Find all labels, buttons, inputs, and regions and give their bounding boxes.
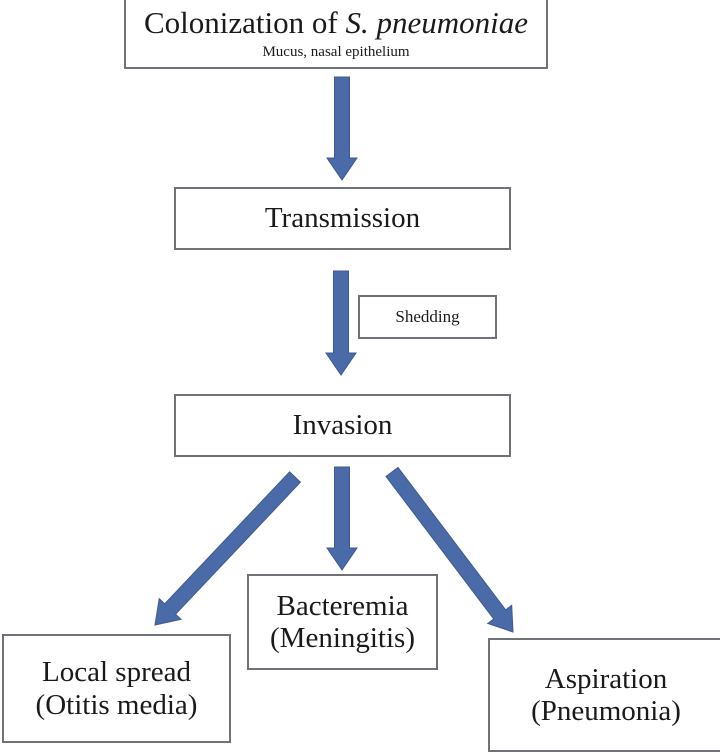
shedding-box: Shedding	[358, 295, 497, 339]
arrow-invasion-to-bacteremia	[326, 466, 358, 571]
bacteremia-label: Bacteremia	[276, 589, 409, 622]
arrow-colonization-to-transmission	[326, 76, 358, 181]
colonization-subtitle: Mucus, nasal epithelium	[262, 43, 410, 60]
bacteremia-box: Bacteremia (Meningitis)	[247, 574, 438, 670]
aspiration-box: Aspiration (Pneumonia)	[488, 638, 720, 752]
invasion-label: Invasion	[292, 409, 393, 442]
colonization-box: Colonization of S. pneumoniae Mucus, nas…	[124, 0, 548, 69]
arrow-transmission-to-invasion	[325, 270, 357, 376]
transmission-label: Transmission	[264, 202, 421, 235]
aspiration-label: Aspiration	[544, 662, 668, 695]
local-spread-label: Local spread	[42, 656, 191, 689]
bacteremia-sublabel: (Meningitis)	[270, 622, 415, 654]
shedding-label: Shedding	[395, 307, 460, 327]
transmission-box: Transmission	[174, 187, 511, 250]
arrow-invasion-to-aspiration	[385, 466, 514, 633]
local-spread-sublabel: (Otitis media)	[35, 688, 198, 721]
arrow-invasion-to-local-spread	[154, 471, 302, 626]
colonization-title: Colonization of S. pneumoniae	[143, 5, 528, 41]
colonization-organism-name: S. pneumoniae	[345, 5, 528, 41]
aspiration-sublabel: (Pneumonia)	[531, 695, 681, 727]
local-spread-box: Local spread (Otitis media)	[2, 634, 231, 743]
invasion-box: Invasion	[174, 394, 511, 457]
colonization-title-prefix: Colonization of	[143, 5, 346, 41]
